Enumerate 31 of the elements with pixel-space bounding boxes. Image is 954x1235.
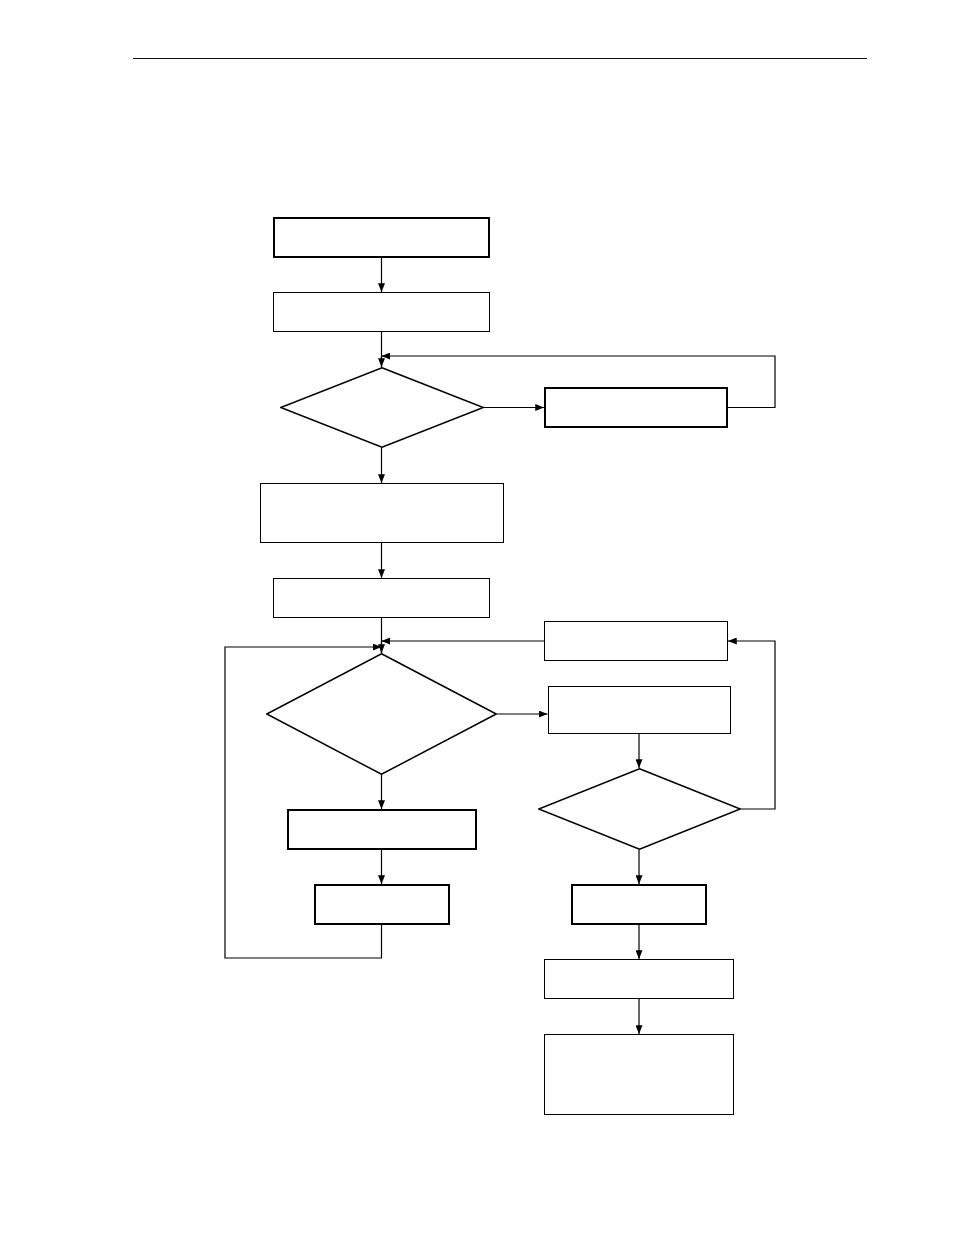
arrow xyxy=(635,924,643,960)
process-box xyxy=(544,959,734,999)
arrow xyxy=(727,637,776,810)
process-box xyxy=(544,387,728,428)
arrow xyxy=(378,331,385,368)
decision-diamond xyxy=(537,768,741,850)
arrow xyxy=(378,849,385,885)
process-box xyxy=(259,483,504,543)
arrow xyxy=(224,643,383,959)
arrow xyxy=(378,542,385,579)
arrow xyxy=(496,710,549,718)
process-box xyxy=(547,686,731,734)
arrow xyxy=(378,774,385,810)
process-box xyxy=(544,621,728,661)
process-box xyxy=(273,578,490,618)
arrow xyxy=(635,733,643,769)
arrow xyxy=(378,617,385,654)
process-box xyxy=(286,809,477,850)
process-box xyxy=(544,1034,734,1115)
arrow xyxy=(482,404,545,411)
process-box xyxy=(313,884,450,925)
arrow xyxy=(635,849,643,885)
process-box xyxy=(273,292,490,332)
process-box xyxy=(273,217,490,258)
decision-diamond xyxy=(266,653,497,775)
arrow xyxy=(378,447,385,484)
decision-diamond xyxy=(279,367,484,448)
arrow xyxy=(378,257,385,293)
arrow xyxy=(635,998,643,1035)
process-box xyxy=(571,884,707,925)
arrow xyxy=(380,352,776,409)
